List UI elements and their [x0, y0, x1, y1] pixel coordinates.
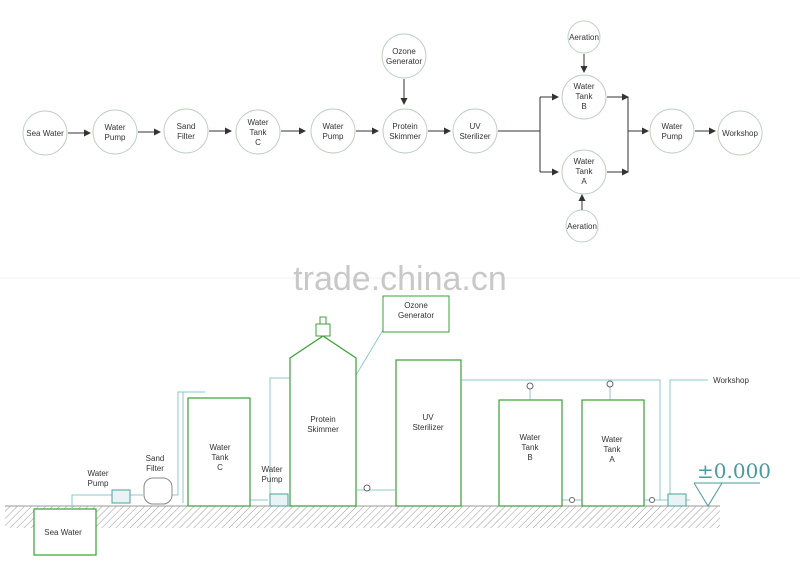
label-line: Skimmer: [307, 425, 339, 434]
node-aeration-bottom: Aeration: [565, 209, 599, 243]
pipe: [355, 329, 384, 376]
water-pump-2-equipment: Water Pump: [261, 465, 289, 507]
node-label-line: Water: [247, 118, 268, 127]
label-line: Ozone: [404, 301, 428, 310]
node-label-line: Pump: [105, 133, 126, 142]
node-label-line: Water: [573, 82, 594, 91]
water-pump-3-equipment: [667, 493, 687, 507]
pipe: [269, 377, 290, 500]
label-line: B: [527, 453, 532, 462]
node-label-line: Water: [661, 122, 682, 131]
label-line: Protein: [310, 415, 335, 424]
label-line: Water: [209, 443, 230, 452]
label-line: Tank: [212, 453, 230, 462]
node-label-line: Sterilizer: [459, 132, 490, 141]
label-line: Water: [87, 469, 108, 478]
uv-sterilizer-equipment: UV Sterilizer: [395, 359, 462, 507]
node-aeration-top-label: Aeration: [569, 33, 599, 42]
watermark-text: trade.china.cn: [293, 260, 507, 298]
label-line: Sand: [146, 454, 165, 463]
node-sand-filter: Sand Filter: [163, 108, 209, 154]
node-label-line: Generator: [386, 57, 422, 66]
label-line: Water: [601, 435, 622, 444]
node-label-line: A: [581, 177, 587, 186]
pipe: [172, 391, 205, 496]
water-tank-a-equipment: Water Tank A: [581, 380, 645, 507]
node-label-line: Water: [104, 123, 125, 132]
node-label-line: Protein: [392, 122, 417, 131]
node-label-line: Tank: [576, 92, 594, 101]
aeration-valve-icon: [526, 382, 534, 390]
node-water-tank-a: Water Tank A: [561, 149, 607, 195]
node-label-line: Sand: [177, 122, 196, 131]
node-workshop: Workshop: [717, 110, 763, 156]
label-line: Sterilizer: [412, 423, 443, 432]
label-line: Filter: [146, 464, 164, 473]
node-aeration-top: Aeration: [567, 20, 601, 54]
datum-triangle-icon: [693, 482, 723, 507]
flowchart: Sea Water Water Pump Sand Filter Water T…: [22, 20, 763, 243]
node-label-line: UV: [469, 122, 481, 131]
label-line: C: [217, 463, 223, 472]
node-label-line: Tank: [576, 167, 594, 176]
node-water-tank-b: Water Tank B: [561, 74, 607, 120]
water-pump-1-equipment: Water Pump: [87, 469, 131, 504]
node-sea-water: Sea Water: [22, 110, 68, 156]
node-sea-water-label: Sea Water: [26, 129, 64, 138]
node-label-line: Pump: [662, 132, 683, 141]
label-line: Water: [519, 433, 540, 442]
aeration-valve-icon: [606, 380, 614, 388]
workshop-label: Workshop: [713, 376, 749, 385]
label-line: Tank: [604, 445, 622, 454]
valve-icon: [649, 497, 655, 503]
node-water-pump-2: Water Pump: [310, 108, 356, 154]
label-line: Tank: [522, 443, 540, 452]
label-line: Pump: [262, 475, 283, 484]
label-line: Water: [261, 465, 282, 474]
pipe: [669, 379, 708, 500]
label-line: Generator: [398, 311, 434, 320]
pipe: [71, 494, 113, 509]
valve-icon: [569, 497, 575, 503]
node-water-pump-3: Water Pump: [649, 108, 695, 154]
sea-water-label: Sea Water: [44, 528, 82, 537]
protein-skimmer-equipment: Protein Skimmer: [289, 316, 357, 507]
node-water-pump-1: Water Pump: [92, 109, 138, 155]
label-line: Pump: [88, 479, 109, 488]
node-protein-skimmer: Protein Skimmer: [382, 108, 428, 154]
label-line: UV: [422, 413, 434, 422]
node-label-line: B: [581, 102, 586, 111]
node-water-tank-c: Water Tank C: [235, 109, 281, 155]
node-label-line: Pump: [323, 132, 344, 141]
water-tank-c-equipment: Water Tank C: [187, 397, 251, 507]
node-label-line: Tank: [250, 128, 268, 137]
node-uv-sterilizer: UV Sterilizer: [452, 108, 498, 154]
node-label-line: C: [255, 138, 261, 147]
plant-layout: Sea Water Water Pump Sand Filter: [5, 295, 771, 556]
valve-icon: [363, 484, 371, 492]
label-line: A: [609, 455, 615, 464]
sand-filter-equipment: Sand Filter: [143, 454, 173, 505]
sea-water-pit: Sea Water: [33, 508, 97, 556]
node-ozone-generator: Ozone Generator: [381, 33, 427, 79]
datum-label: ±0.000: [697, 459, 771, 483]
node-label-line: Ozone: [392, 47, 416, 56]
node-label-line: Water: [573, 157, 594, 166]
ozone-generator-equipment: Ozone Generator: [382, 295, 450, 333]
ground-hatch: [5, 506, 720, 528]
water-tank-b-equipment: Water Tank B: [498, 382, 563, 507]
node-label-line: Skimmer: [389, 132, 421, 141]
node-label-line: Filter: [177, 132, 195, 141]
node-workshop-label: Workshop: [722, 129, 758, 138]
pipe: [461, 379, 690, 501]
node-label-line: Water: [322, 122, 343, 131]
node-aeration-bottom-label: Aeration: [567, 222, 597, 231]
datum-level: ±0.000: [693, 459, 771, 507]
